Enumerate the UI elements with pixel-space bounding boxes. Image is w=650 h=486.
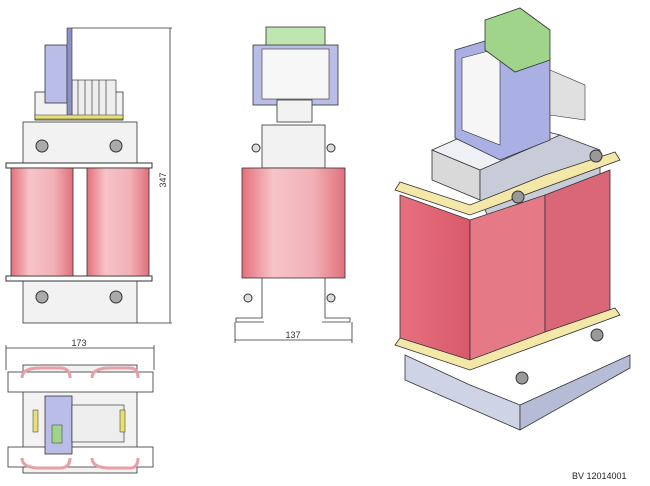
terminal-block [71, 79, 117, 119]
dimension-depth: 137 [234, 322, 353, 343]
coil [241, 167, 346, 279]
isometric-view [394, 7, 631, 431]
top-view: 173 [5, 338, 155, 474]
left-coil [10, 167, 74, 277]
bolt-icons [35, 139, 123, 304]
right-coil [86, 167, 150, 277]
depth-label: 137 [285, 330, 300, 340]
side-view: 137 [234, 26, 353, 343]
part-code: BV 12014001 [572, 471, 627, 481]
height-label: 347 [158, 172, 168, 187]
yoke-block [261, 124, 326, 169]
coil-flange [5, 162, 153, 169]
pcb-board [484, 7, 551, 73]
front-view: 347 [5, 27, 172, 324]
width-label: 173 [71, 338, 86, 348]
control-module [44, 44, 68, 104]
coil-flange [5, 275, 153, 282]
coil-front [399, 194, 471, 366]
dimension-width: 173 [5, 338, 155, 370]
dimension-height: 347 [72, 27, 172, 324]
mounting-feet [235, 278, 351, 323]
